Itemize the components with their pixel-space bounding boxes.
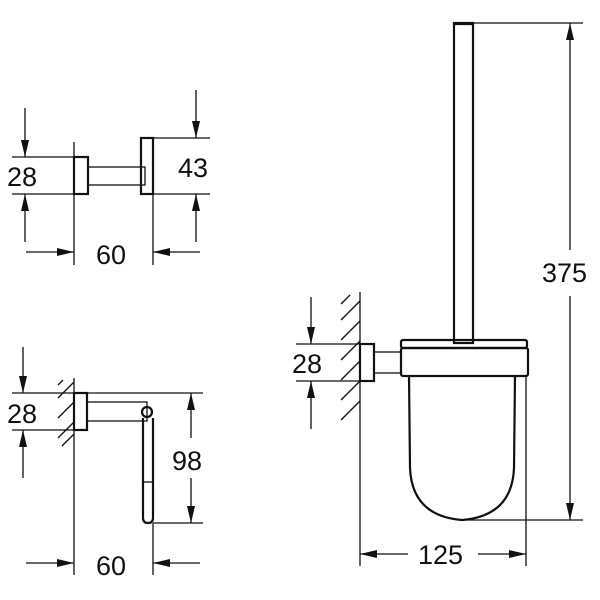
robe-hook-drawing: [12, 90, 210, 265]
brush-height-dimension: 375: [542, 258, 587, 288]
hook-projection-dimension: 60: [96, 240, 126, 270]
brush-rosette-dimension: 28: [292, 349, 322, 379]
holder-projection-dimension: 60: [96, 551, 126, 581]
holder-height-dimension: 98: [172, 446, 202, 476]
brush-projection-dimension: 125: [418, 540, 463, 570]
hook-height-dimension: 43: [178, 153, 208, 183]
paper-holder-drawing: [12, 347, 203, 575]
hook-rosette-dimension: 28: [7, 162, 37, 192]
holder-rosette-dimension: 28: [7, 399, 37, 429]
toilet-brush-drawing: [296, 21, 583, 566]
